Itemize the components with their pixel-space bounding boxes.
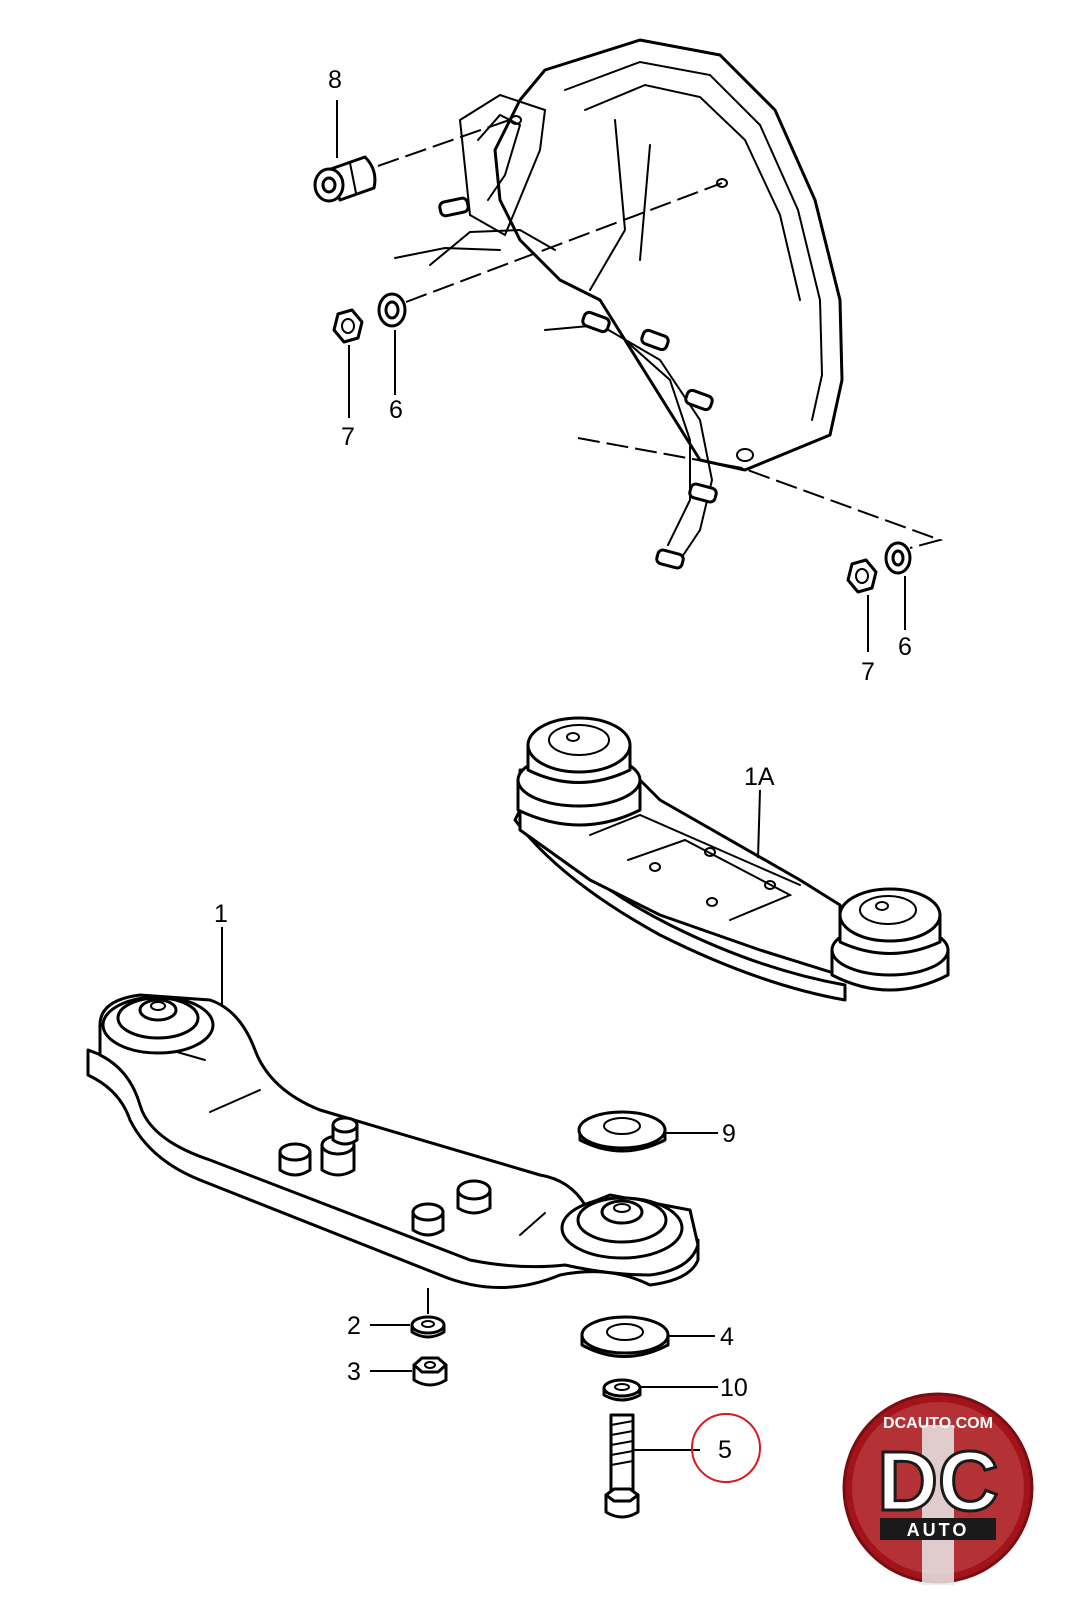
label-part-1: 1	[214, 900, 228, 928]
logo-url-text: DCAUTO.COM	[883, 1415, 993, 1432]
rubber-cup-part-9	[577, 1110, 667, 1153]
bushing-part-8	[313, 155, 377, 203]
crossmember-1A-mount-left	[516, 716, 642, 827]
washer-part-10	[602, 1378, 642, 1402]
washer-part-2	[410, 1315, 446, 1339]
logo-monogram: DC	[877, 1434, 998, 1528]
nut-part-3	[412, 1356, 448, 1387]
label-part-8: 8	[328, 66, 342, 94]
label-part-4: 4	[720, 1323, 734, 1351]
label-part-7-right: 7	[861, 658, 875, 686]
nut-part-7-left	[332, 308, 364, 344]
label-part-7-left: 7	[341, 423, 355, 451]
nut-part-7-right	[846, 558, 878, 594]
washer-part-6-left	[377, 292, 407, 328]
label-part-3: 3	[347, 1358, 361, 1386]
label-part-6-left: 6	[389, 396, 403, 424]
label-part-6-right: 6	[898, 633, 912, 661]
label-part-5: 5	[718, 1436, 732, 1464]
label-part-1A: 1A	[744, 763, 775, 791]
crossmember-1-studs	[278, 1116, 492, 1237]
logo-word: AUTO	[907, 1520, 970, 1540]
crossmember-1A-mount-right	[830, 887, 950, 992]
label-part-9: 9	[722, 1120, 736, 1148]
label-part-10: 10	[720, 1374, 748, 1402]
transmission-housing	[394, 38, 844, 561]
highlight-circle-part-5	[691, 1413, 761, 1483]
housing-studs	[438, 196, 718, 570]
label-part-2: 2	[347, 1312, 361, 1340]
rubber-cup-part-4	[580, 1315, 670, 1358]
bolt-part-5	[604, 1413, 640, 1519]
dcauto-logo: DCAUTO.COM DC AUTO	[842, 1392, 1034, 1585]
crossmember-1-mount-right	[560, 1196, 684, 1260]
washer-part-6-right	[884, 541, 912, 575]
crossmember-1-mount-left	[101, 995, 215, 1055]
